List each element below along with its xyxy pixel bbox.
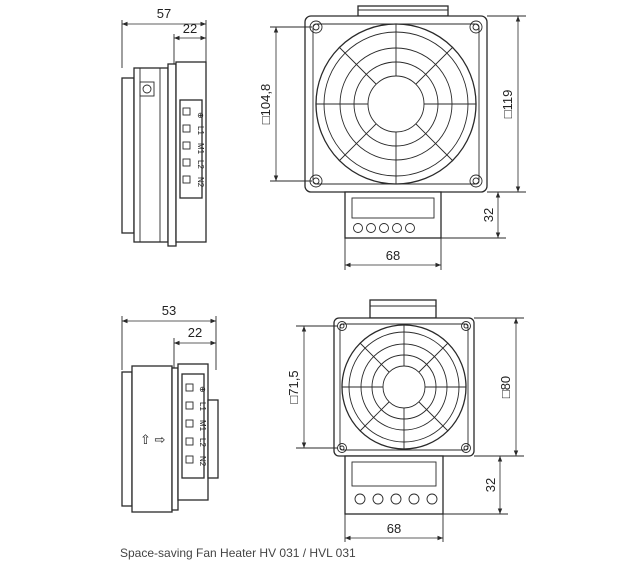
terminal-label: ⊕ (196, 112, 205, 119)
bottom-front-view: □71,5 □80 32 68 (286, 299, 524, 542)
airflow-arrows: ⇧ ⇨ (140, 432, 166, 447)
bottom-width-label: 68 (387, 521, 401, 536)
top-front-view: □104,8 □119 32 68 (258, 5, 526, 270)
top-depth-total-label: 57 (157, 6, 171, 21)
top-height-outer-label: □119 (500, 90, 515, 119)
top-width-label: 68 (386, 248, 400, 263)
bottom-depth-total-label: 53 (162, 303, 176, 318)
top-side-view: 57 22 ⊕ L1 M1 L2 N2 (121, 6, 207, 247)
bottom-side-view: 53 22 ⇧ ⇨ ⊕ L1 M1 L2 N2 (121, 303, 219, 513)
terminal-label: M1 (198, 420, 207, 432)
bottom-bottom-height-label: 32 (483, 478, 498, 492)
bottom-terminal-block: ⊕ L1 M1 L2 N2 (185, 383, 207, 467)
terminal-label: N2 (198, 456, 207, 467)
terminal-label: L2 (196, 160, 205, 169)
terminal-label: L2 (198, 438, 207, 447)
top-height-inner-label: □104,8 (258, 84, 273, 124)
top-bottom-height-label: 32 (481, 208, 496, 222)
top-depth-head-label: 22 (183, 21, 197, 36)
top-terminal-block: ⊕ L1 M1 L2 N2 (182, 107, 205, 188)
figure-caption: Space-saving Fan Heater HV 031 / HVL 031 (120, 546, 356, 560)
bottom-depth-head-label: 22 (188, 325, 202, 340)
terminal-label: M1 (196, 143, 205, 155)
bottom-height-outer-label: □80 (498, 376, 513, 398)
terminal-label: L1 (198, 402, 207, 411)
terminal-label: ⊕ (198, 386, 207, 393)
terminal-label: L1 (196, 126, 205, 135)
terminal-label: N2 (196, 177, 205, 188)
bottom-height-inner-label: □71,5 (286, 370, 301, 403)
